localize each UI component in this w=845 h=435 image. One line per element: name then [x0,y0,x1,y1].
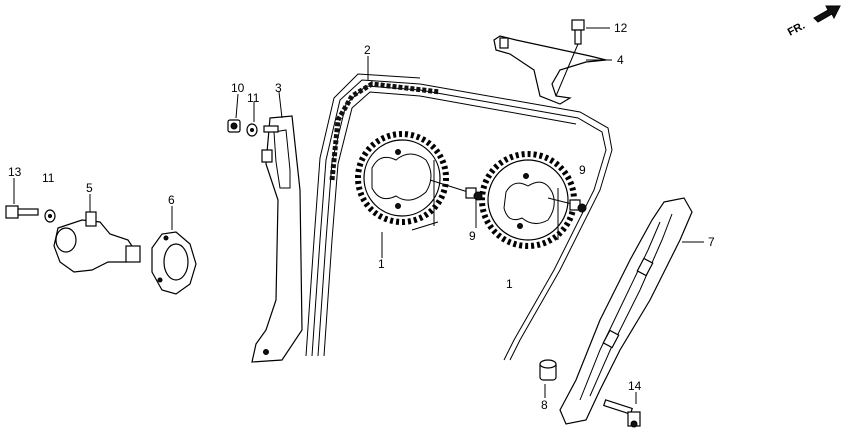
callout-7: 7 [708,235,715,249]
tensioner-washer [44,209,56,223]
callout-10: 10 [231,81,245,95]
front-arrow-icon [813,5,841,23]
callout-labels: 1 1 2 3 4 5 6 7 8 9 9 10 11 11 12 13 14 [8,21,715,412]
cam-sprocket-left [355,131,449,231]
callout-6: 6 [168,193,175,207]
guide-stud [263,125,279,133]
guide-nut [227,119,241,133]
tensioner-gasket [151,231,197,295]
chain-tensioner [53,211,141,273]
front-direction-label: FR. [786,20,807,39]
guide-washer [246,123,258,137]
callout-11-lower: 11 [42,171,55,185]
upper-guide-bolt [571,19,585,45]
callout-2: 2 [364,43,371,57]
callout-4: 4 [617,53,624,67]
callout-9-left-bolt: 9 [469,229,476,243]
chain-tensioner-arm [559,197,693,425]
sprocket-bolt-left [429,179,483,228]
callout-14: 14 [628,379,642,393]
callout-5: 5 [86,181,93,195]
leader-lines [13,27,704,404]
callout-11-upper: 11 [247,91,260,105]
tensioner-collar [539,359,557,381]
cam-chain-guide [251,115,303,363]
callout-1-left-sprocket: 1 [378,257,385,271]
upper-chain-guide [493,35,607,105]
callout-12: 12 [614,21,628,35]
callout-8: 8 [541,398,548,412]
cam-sprocket-right [479,151,577,249]
tensioner-pivot-bolt [603,399,641,428]
callout-3: 3 [275,81,282,95]
tensioner-bolt [5,205,39,219]
sprocket-bolt-right [547,197,587,213]
callout-9-right-bolt: 9 [579,163,586,177]
front-direction-indicator: FR. [786,5,841,39]
callout-1-right-sprocket: 1 [506,277,513,291]
callout-13: 13 [8,165,22,179]
